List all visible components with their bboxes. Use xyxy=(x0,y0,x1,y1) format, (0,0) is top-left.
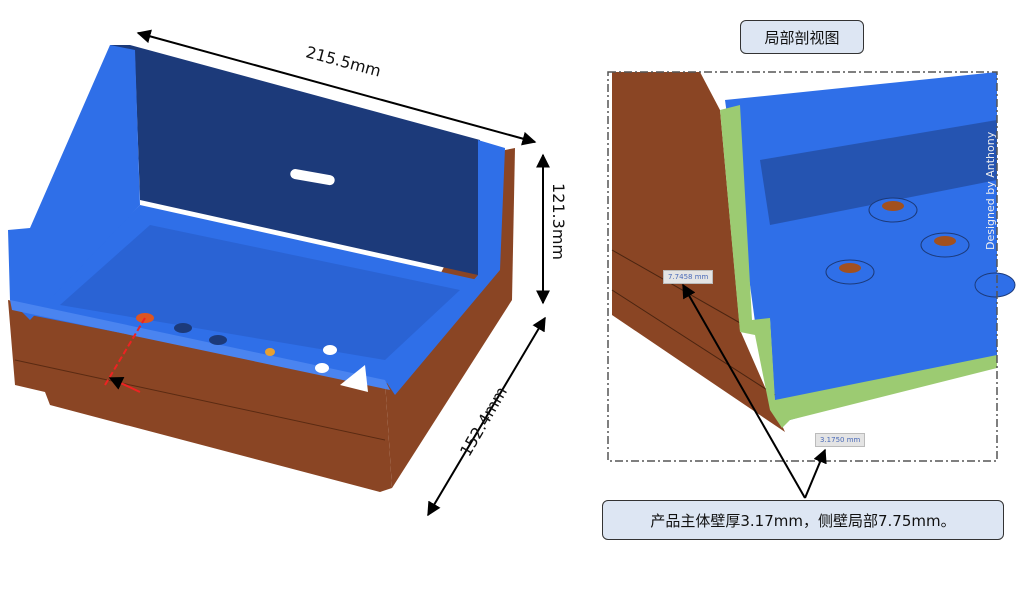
front-face xyxy=(8,300,392,492)
height-dimension: 121.3mm xyxy=(548,183,568,260)
enclosure-model xyxy=(8,45,515,492)
floor-inner xyxy=(60,225,460,360)
caption: 产品主体壁厚3.17mm，侧壁局部7.75mm。 xyxy=(602,500,1004,540)
watermark: Designed by Anthony xyxy=(984,131,997,250)
side-wall-measurement: 7.7458 mm xyxy=(663,270,714,284)
left-wall xyxy=(8,45,140,320)
right-wall xyxy=(385,140,505,395)
section-view-title: 局部剖视图 xyxy=(740,20,864,54)
main-wall-measurement: 3.1750 mm xyxy=(815,433,866,447)
section-brown-wall xyxy=(612,72,785,432)
section-view xyxy=(607,71,1016,462)
